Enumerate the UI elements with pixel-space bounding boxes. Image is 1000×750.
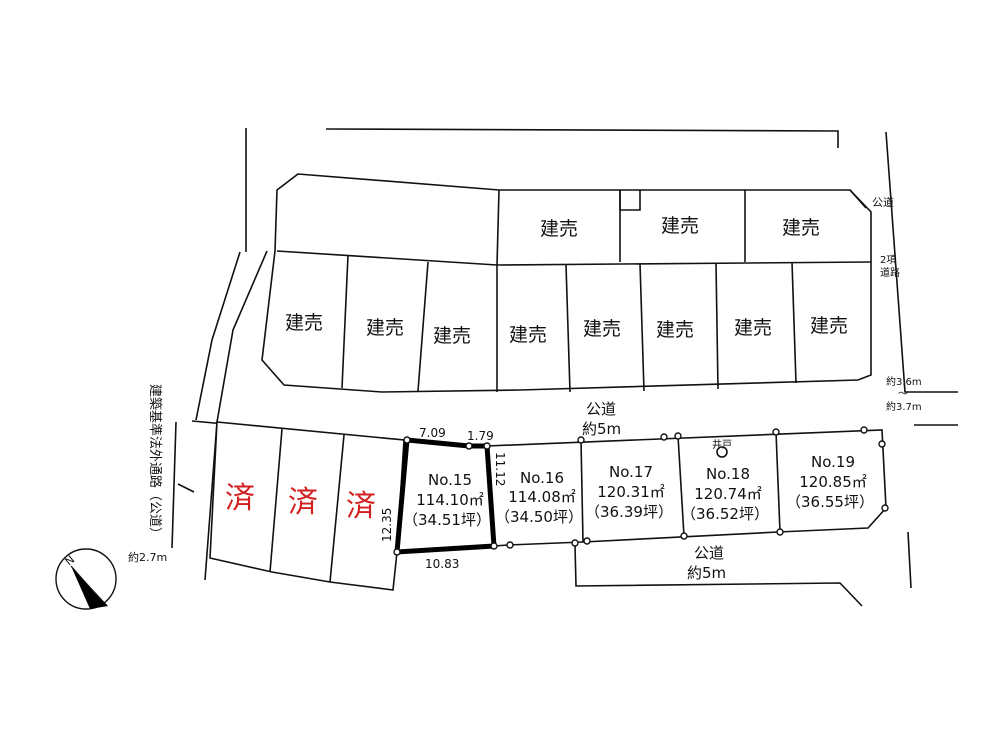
lot-15[interactable]: No.15 114.10㎡ （34.51坪） [403, 471, 491, 529]
compass-circle [55, 548, 117, 610]
lot-15-tsubo: （34.51坪） [403, 511, 491, 529]
tatebai-label-10: 建売 [734, 317, 772, 339]
dim-bottom: 10.83 [425, 557, 459, 571]
lot-15-area: 114.10㎡ [416, 491, 484, 509]
tatebai-label-8: 建売 [583, 318, 621, 340]
tatebai-label-1: 建売 [540, 218, 578, 240]
tatebai-label-2: 建売 [661, 215, 699, 237]
tatebai-label-6: 建売 [433, 325, 471, 347]
upper-block: 建売 建売 建売 建売 建売 建売 建売 建売 建売 建売 建売 [261, 173, 872, 393]
lot-19-area: 120.85㎡ [799, 473, 867, 491]
lot-16-number: No.16 [520, 469, 564, 487]
lot-18[interactable]: No.18 120.74㎡ （36.52坪） [681, 465, 769, 523]
sold-mark-2: 済 [288, 485, 318, 520]
tatebai-label-4: 建売 [285, 312, 323, 334]
tatebai-label-11: 建売 [810, 315, 848, 337]
lot-17-tsubo: （36.39坪） [585, 503, 673, 521]
road-public-middle: 公道 [586, 400, 616, 418]
dim-top-b: 1.79 [467, 429, 494, 443]
lot-16-tsubo: （34.50坪） [495, 508, 583, 526]
lot-16-area: 114.08㎡ [508, 488, 576, 506]
well-label: 井戸 [712, 438, 732, 451]
lot-19-number: No.19 [811, 453, 855, 471]
road-width-bottom: 約5m [687, 564, 726, 582]
tatebai-label-7: 建売 [509, 324, 547, 346]
dim-top-a: 7.09 [419, 426, 446, 440]
boundary-markers [393, 426, 889, 556]
sold-mark-1: 済 [225, 481, 255, 516]
well-icon [716, 446, 728, 458]
lot-16[interactable]: No.16 114.08㎡ （34.50坪） [495, 469, 583, 526]
road-class2-a: 2項 [880, 254, 896, 266]
lot-17-area: 120.31㎡ [597, 483, 665, 501]
lot-19-tsubo: （36.55坪） [786, 493, 874, 511]
road-public-bottom: 公道 [694, 544, 724, 562]
tatebai-label-3: 建売 [782, 217, 820, 239]
compass: N [55, 548, 117, 610]
lot-18-tsubo: （36.52坪） [681, 505, 769, 523]
left-road-width: 約2.7m [128, 550, 167, 564]
sold-mark-3: 済 [346, 489, 376, 524]
lot-15-number: No.15 [428, 471, 472, 489]
lot-19[interactable]: No.19 120.85㎡ （36.55坪） [786, 453, 874, 511]
road-width-middle: 約5m [582, 420, 621, 438]
road-width-right-sep: 〜 [898, 389, 908, 400]
road-width-right-b: 約3.7m [886, 400, 922, 413]
road-width-right-a: 約3.6m [886, 375, 922, 388]
sold-lots: 済 済 済 [209, 421, 405, 591]
road-public-topright: 公道 [872, 195, 894, 209]
left-road-label: 建築基準法外通路（公道） [147, 384, 163, 540]
tatebai-label-5: 建売 [366, 317, 404, 339]
lot-18-number: No.18 [706, 465, 750, 483]
road-class2-b: 道路 [880, 266, 900, 279]
dim-side-right: 11.12 [493, 452, 507, 486]
lot-15-outline[interactable] [394, 437, 497, 555]
tatebai-label-9: 建売 [656, 319, 694, 341]
lot-17-number: No.17 [609, 463, 653, 481]
lot-18-area: 120.74㎡ [694, 485, 762, 503]
lot-17[interactable]: No.17 120.31㎡ （36.39坪） [585, 463, 673, 521]
dim-side-left: 12.35 [380, 508, 394, 542]
